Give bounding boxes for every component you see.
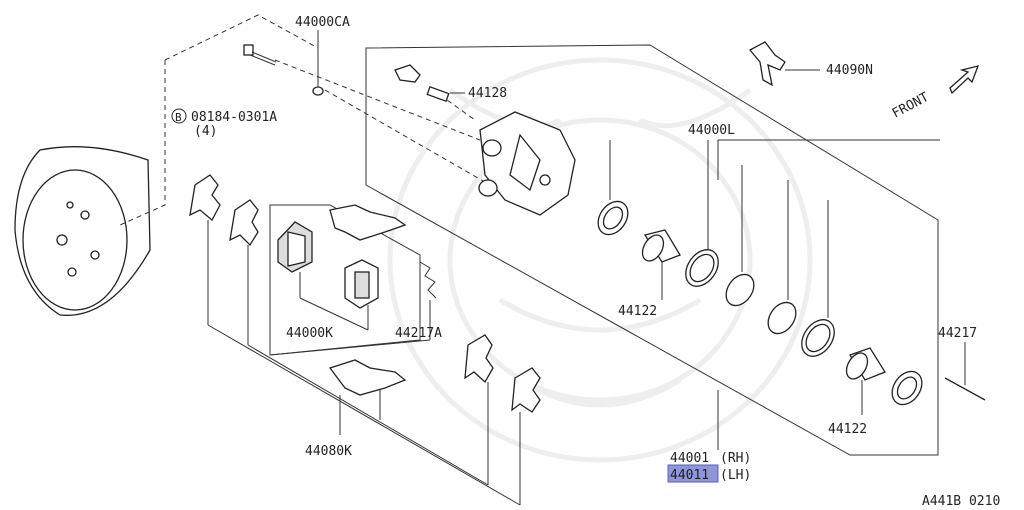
piston-lower[interactable] <box>842 347 886 383</box>
label-44011[interactable]: 44011 <box>670 468 709 483</box>
spring-44217A[interactable] <box>419 261 437 299</box>
caliper-body[interactable] <box>478 111 576 216</box>
brake-pad-upper[interactable] <box>277 221 313 273</box>
label-44080K[interactable]: 44080K <box>305 444 352 459</box>
watermark-emblem <box>387 57 813 463</box>
diagram-code: A441B 0210 <box>922 494 1000 509</box>
anti-rattle-clip-bottom[interactable] <box>328 359 407 396</box>
label-44217A[interactable]: 44217A <box>395 326 442 341</box>
shim-left-b[interactable] <box>229 199 259 247</box>
bolt-circle-letter: B <box>175 111 182 124</box>
label-44090N[interactable]: 44090N <box>826 63 873 78</box>
label-44128[interactable]: 44128 <box>468 86 507 101</box>
label-44000CA[interactable]: 44000CA <box>295 15 350 30</box>
label-lh: (LH) <box>720 468 751 483</box>
label-front: FRONT <box>890 90 932 122</box>
front-arrow-icon <box>949 65 980 95</box>
clip-44090N[interactable] <box>748 41 786 87</box>
label-08184-0301A[interactable]: 08184-0301A <box>191 110 277 125</box>
label-44001[interactable]: 44001 <box>670 451 709 466</box>
shim-left-a[interactable] <box>189 174 221 222</box>
bolt-circle-icon <box>171 108 187 124</box>
label-44122-upper[interactable]: 44122 <box>618 304 657 319</box>
piston-upper[interactable] <box>638 229 681 265</box>
label-44000L[interactable]: 44000L <box>688 123 735 138</box>
brake-pad-lower[interactable] <box>344 259 379 309</box>
label-44000K[interactable]: 44000K <box>286 326 333 341</box>
pin-44217[interactable] <box>944 377 986 401</box>
backing-plate[interactable] <box>14 146 151 316</box>
bleeder-44128[interactable] <box>394 64 450 103</box>
washer-44000CA[interactable] <box>312 86 324 96</box>
shim-right-a[interactable] <box>464 334 494 384</box>
dust-seal-kit-a[interactable] <box>720 269 759 311</box>
label-44122-lower[interactable]: 44122 <box>828 422 867 437</box>
bolt-08184[interactable] <box>243 44 277 66</box>
label-qty-4: (4) <box>194 124 217 139</box>
label-rh: (RH) <box>720 451 751 466</box>
highlight-44011 <box>667 464 719 483</box>
dust-seal-kit-b[interactable] <box>762 297 801 339</box>
anti-rattle-clip-top[interactable] <box>329 204 407 241</box>
label-44217[interactable]: 44217 <box>938 326 977 341</box>
shim-right-b[interactable] <box>511 367 541 413</box>
